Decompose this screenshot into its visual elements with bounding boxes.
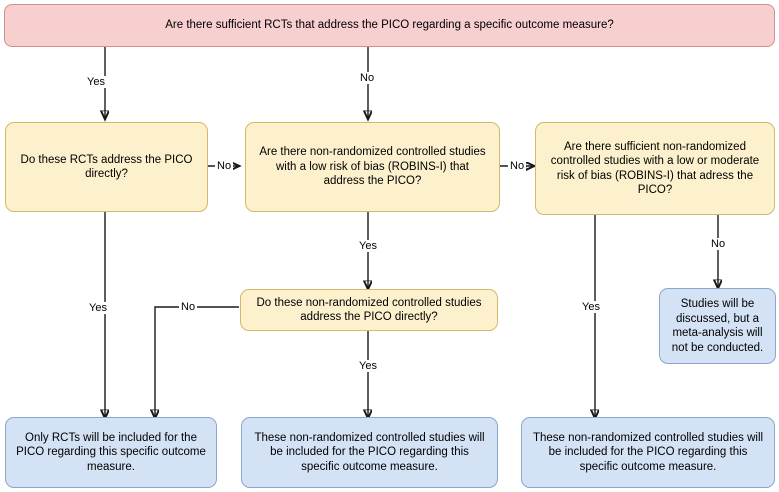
edge-label-rct-direct-yes: Yes bbox=[87, 302, 109, 314]
node-outcome-nrs-included-right: These non-randomized controlled studies … bbox=[521, 417, 775, 488]
edge-label-nrs-direct-yes: Yes bbox=[357, 360, 379, 372]
edge-label-start-no: No bbox=[358, 72, 377, 84]
node-question-rcts-address-pico-directly: Do these RCTs address the PICO directly? bbox=[5, 122, 208, 212]
edge-label-rct-direct-no: No bbox=[215, 160, 234, 172]
node-outcome-only-rcts-included: Only RCTs will be included for the PICO … bbox=[5, 417, 217, 488]
edge-nrs-direct-no bbox=[155, 306, 239, 418]
node-start-question: Are there sufficient RCTs that address t… bbox=[4, 4, 775, 47]
edge-label-nrs-sufficient-no: No bbox=[709, 238, 728, 250]
edge-label-nrs-low-risk-yes: Yes bbox=[357, 240, 379, 252]
node-outcome-nrs-included-middle: These non-randomized controlled studies … bbox=[241, 417, 498, 488]
edge-label-start-yes: Yes bbox=[85, 76, 107, 88]
node-question-nrs-low-risk-of-bias: Are there non-randomized controlled stud… bbox=[245, 122, 500, 212]
node-question-sufficient-nrs-low-moderate-risk: Are there sufficient non-randomized cont… bbox=[535, 122, 775, 215]
edge-label-nrs-sufficient-yes: Yes bbox=[580, 301, 602, 313]
node-outcome-studies-discussed-no-meta-analysis: Studies will be discussed, but a meta-an… bbox=[659, 288, 776, 364]
node-question-nrs-address-pico-directly: Do these non-randomized controlled studi… bbox=[240, 289, 498, 331]
edge-label-nrs-direct-no: No bbox=[179, 301, 198, 313]
edge-label-nrs-low-risk-no: No bbox=[508, 160, 527, 172]
